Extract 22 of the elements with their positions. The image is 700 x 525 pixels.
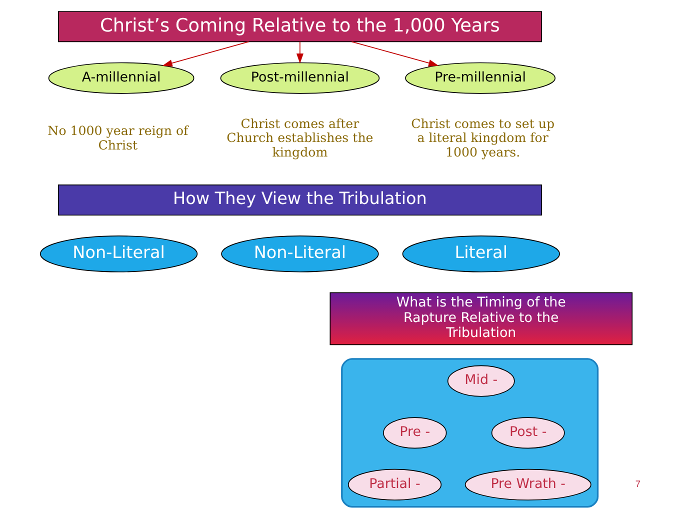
arrow <box>162 41 249 67</box>
node-ellipse: Mid - <box>446 365 514 397</box>
node-ellipse: Non-Literal <box>220 236 378 272</box>
node-ellipse: Literal <box>402 236 560 272</box>
node-label: Christ comes after Church establishes the kingdom <box>226 116 373 160</box>
arrow <box>350 41 438 66</box>
arrow <box>296 41 303 64</box>
node-label: Christ comes to set up a literal kingdom for 1000 years. <box>410 116 554 160</box>
node-ellipse: Non-Literal <box>39 236 198 272</box>
node-ellipse: Partial - <box>347 468 442 500</box>
node-box: How They View the Tribulation <box>57 184 542 216</box>
node-ellipse: Pre - <box>382 417 446 449</box>
node-ellipse: Post-millennial <box>220 62 380 94</box>
node-ellipse: Post - <box>490 417 564 449</box>
node-box: Christ’s Coming Relative to the 1,000 Years <box>57 11 542 42</box>
node-box: What is the Timing of the Rapture Relative to the Tribulation <box>329 292 632 346</box>
label: 7 <box>634 479 640 490</box>
node-ellipse: Pre-millennial <box>404 62 556 94</box>
node-ellipse: Pre Wrath - <box>464 468 591 500</box>
cluster <box>340 358 598 508</box>
node-ellipse: A-millennial <box>48 62 194 94</box>
node-label: No 1000 year reign of Christ <box>47 123 188 152</box>
